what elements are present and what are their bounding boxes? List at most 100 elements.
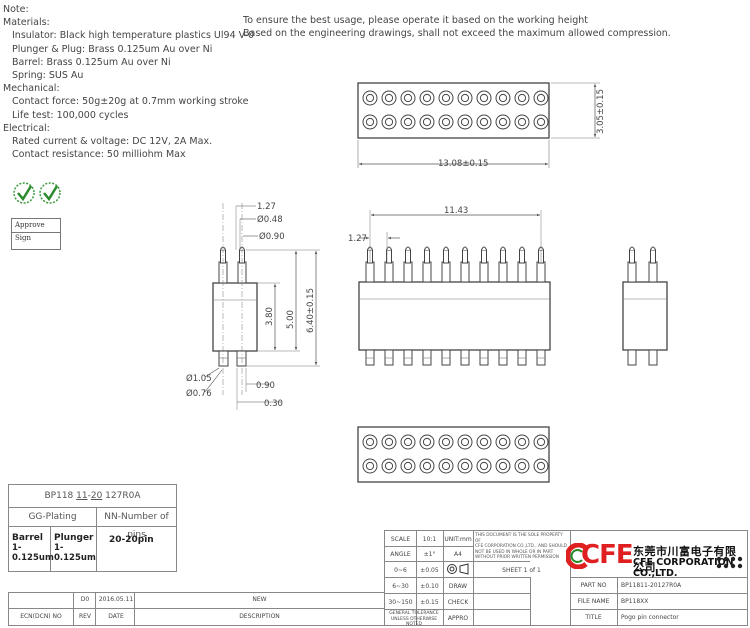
spring-text: Spring: SUS Au <box>12 70 84 82</box>
note-title: Note: <box>3 4 29 15</box>
pin-hole-outer <box>476 90 492 106</box>
pin-hole-inner <box>536 117 546 127</box>
company-name-en: CFE CORPORATION CO.,LTD. <box>633 557 734 579</box>
pin-barrel <box>441 261 451 283</box>
pin-hole-outer <box>457 458 473 474</box>
pin-hole-outer <box>533 90 549 106</box>
revision-table: D0 2016.05.11 NEW ECN(DCN) NO REV DATE D… <box>8 592 385 626</box>
logo-dots-icon <box>716 556 743 569</box>
pin-plunger <box>481 249 487 264</box>
pin-plunger <box>462 249 468 264</box>
pin-hole-outer <box>438 114 454 130</box>
rev-header-date: DATE <box>108 613 124 620</box>
unit-label: UNIT:mm <box>444 536 472 543</box>
dim-1-05: Ø1.05 <box>186 373 212 384</box>
instruction-line-2: Based on the engineering drawings, shall… <box>243 28 671 39</box>
pin-hole-outer <box>438 458 454 474</box>
logo-swirl-icon <box>566 543 588 569</box>
pin-hole-outer <box>457 90 473 106</box>
pin-hole-inner <box>460 93 470 103</box>
life-test-text: Life test: 100,000 cycles <box>12 109 129 121</box>
pin-barrel <box>460 261 470 283</box>
pin-tip <box>405 246 411 251</box>
pin-hole-outer <box>533 114 549 130</box>
tol3-value: ±0.15 <box>420 599 439 606</box>
pin-plunger <box>405 249 411 264</box>
pin-tail <box>384 349 394 366</box>
bottom-view-pin-holes <box>362 434 549 474</box>
pin-hole-inner <box>403 93 413 103</box>
pin-hole-outer <box>381 114 397 130</box>
pin-hole-inner <box>384 93 394 103</box>
code-dash: - <box>87 491 91 501</box>
pin-barrel <box>498 261 508 283</box>
pin-hole-outer <box>400 458 416 474</box>
pin-hole-outer <box>419 90 435 106</box>
pin-hole-inner <box>403 461 413 471</box>
pin-barrel <box>403 261 413 283</box>
dim-6-40: 6.40±0.15 <box>306 288 316 333</box>
pin-hole-outer <box>514 458 530 474</box>
pin-plunger <box>519 249 525 264</box>
pin-hole-outer <box>476 434 492 450</box>
dim-0-90-top: Ø0.90 <box>259 231 285 242</box>
plating-header: GG-Plating <box>9 508 97 527</box>
company-name-cn: 东莞市川富电子有限公司 <box>633 545 737 574</box>
dim-width-13-08: 13.08±0.15 <box>438 159 488 169</box>
pin-tail <box>460 349 470 366</box>
pin-hole-outer <box>495 90 511 106</box>
title-block: SCALE 10:1 UNIT:mm ANGLE ±1° A4 0~6 ±0.0… <box>384 530 748 627</box>
barrel-text: Barrel: Brass 0.125um Au over Ni <box>12 56 171 68</box>
file-name-value: BP118XX <box>621 598 649 605</box>
pin-hole-inner <box>479 461 489 471</box>
pin-hole-inner <box>365 461 375 471</box>
projection-symbol-icon <box>447 563 469 575</box>
bottom-view <box>357 426 550 483</box>
sheet-label: SHEET 1 of 1 <box>502 567 541 574</box>
pin-hole-outer <box>457 114 473 130</box>
materials-heading: Materials: <box>3 17 50 29</box>
title-label: TITLE <box>585 614 602 621</box>
code-pins-field: 20 <box>90 491 103 501</box>
pin-hole-outer <box>381 90 397 106</box>
pin-hole-outer <box>362 434 378 450</box>
pin-hole-outer <box>438 90 454 106</box>
pin-plunger <box>443 249 449 264</box>
instructions: To ensure the best usage, please operate… <box>243 14 671 40</box>
pin-hole-inner <box>441 93 451 103</box>
pin-hole-outer <box>514 114 530 130</box>
pin-hole-inner <box>517 93 527 103</box>
pin-hole-inner <box>460 117 470 127</box>
tol2-value: ±0.10 <box>420 583 439 590</box>
pin-hole-outer <box>419 434 435 450</box>
pin-hole-inner <box>460 461 470 471</box>
pin-hole-outer <box>533 434 549 450</box>
pin-hole-inner <box>441 461 451 471</box>
pin-hole-inner <box>384 437 394 447</box>
plunger-plug-text: Plunger & Plug: Brass 0.125um Au over Ni <box>12 43 213 55</box>
pin-tip <box>424 246 430 251</box>
pin-hole-inner <box>365 117 375 127</box>
dim-height-3-05: 3.05±0.15 <box>596 89 606 134</box>
pin-hole-inner <box>365 437 375 447</box>
barrel-value: 1-0.125um <box>12 543 54 563</box>
pin-hole-inner <box>365 93 375 103</box>
check-label: CHECK <box>447 599 469 606</box>
rev-header-description: DESCRIPTION <box>239 613 280 620</box>
rated-text: Rated current & voltage: DC 12V, 2A Max. <box>12 136 213 148</box>
pin-hole-inner <box>422 461 432 471</box>
plunger-cell: Plunger 1-0.125um <box>51 527 97 571</box>
general-tolerance-line-1: GENERAL TOLERANCE <box>389 611 439 616</box>
pin-hole-inner <box>441 437 451 447</box>
dim-0-90-bottom: 0.90 <box>256 381 275 391</box>
company-logo: CFE <box>566 540 636 571</box>
pin-hole-inner <box>422 93 432 103</box>
electrical-heading: Electrical: <box>3 122 50 134</box>
pin-hole-outer <box>476 458 492 474</box>
pin-hole-outer <box>381 434 397 450</box>
property-line-4: WITHOUT PRIOR WRITTEN PERMISSION <box>475 555 560 560</box>
tol1-value: ±0.05 <box>420 567 439 574</box>
pin-tip <box>500 246 506 251</box>
pin-hole-outer <box>419 458 435 474</box>
